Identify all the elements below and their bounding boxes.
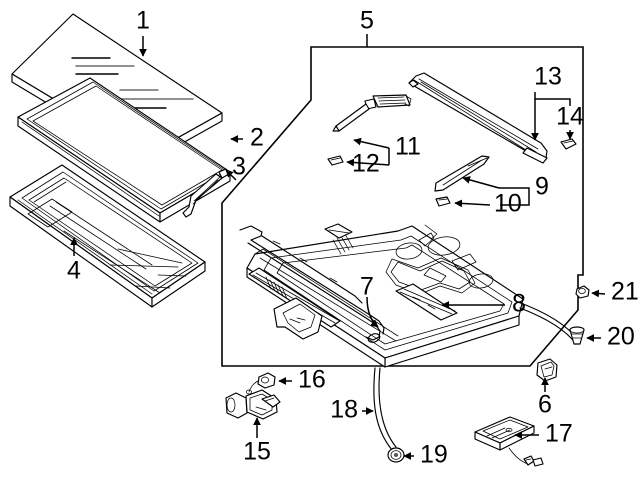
part-20-grommet	[569, 326, 585, 345]
group-5-housing-outline	[221, 46, 584, 367]
callout-numbers: 1 2 3 4 5 6 7 8 9 10 11 12 13 14 15 16 1…	[67, 7, 639, 469]
callout-label-16: 16	[298, 366, 326, 394]
callout-label-4: 4	[67, 257, 81, 285]
callout-label-7: 7	[360, 273, 374, 301]
callout-label-12: 12	[352, 150, 380, 178]
frame-lightening-holes	[385, 224, 494, 295]
callout-label-14: 14	[556, 103, 584, 131]
part-12-cable-bushing	[327, 155, 344, 166]
callout-label-19: 19	[420, 441, 448, 469]
callout-label-21: 21	[611, 278, 639, 306]
part-19-hose-grommet	[387, 447, 405, 463]
callout-label-18: 18	[330, 396, 358, 424]
callout-label-17: 17	[545, 420, 573, 448]
callout-label-11: 11	[395, 133, 421, 161]
callout-label-9: 9	[535, 173, 549, 201]
part-4-sunshade	[9, 164, 206, 308]
part-18-drain-hose-front	[373, 367, 397, 451]
frame-hatching	[265, 233, 354, 300]
callout-label-2: 2	[250, 124, 264, 152]
callout-label-15: 15	[243, 438, 271, 466]
part-9-deflector-arm	[434, 155, 490, 192]
part-17-switch-module	[474, 416, 544, 467]
part-6-guide-clip	[536, 358, 558, 382]
callout-label-1: 1	[136, 7, 150, 35]
part-11-drive-cable	[332, 94, 412, 132]
drain-hose-rear	[517, 301, 579, 345]
callout-label-3: 3	[232, 153, 246, 181]
callout-label-10: 10	[494, 190, 522, 218]
part-7-drain-rod	[239, 225, 385, 343]
part-21-retainer-nut	[575, 285, 590, 299]
part-14-end-cap	[560, 138, 577, 150]
callout-label-20: 20	[607, 323, 635, 351]
part-3-lift-link	[182, 168, 230, 218]
part-8-frame-assembly	[239, 223, 524, 368]
callout-label-5: 5	[360, 7, 374, 35]
part-10-deflector-bushing	[435, 196, 451, 207]
callout-leaders	[70, 34, 606, 460]
part-13-guide-rail	[408, 72, 548, 164]
callout-label-8: 8	[512, 290, 526, 318]
callout-label-6: 6	[538, 391, 552, 419]
part-16-motor-nut	[257, 372, 276, 389]
part-15-motor	[225, 380, 281, 420]
callout-label-13: 13	[534, 63, 562, 91]
